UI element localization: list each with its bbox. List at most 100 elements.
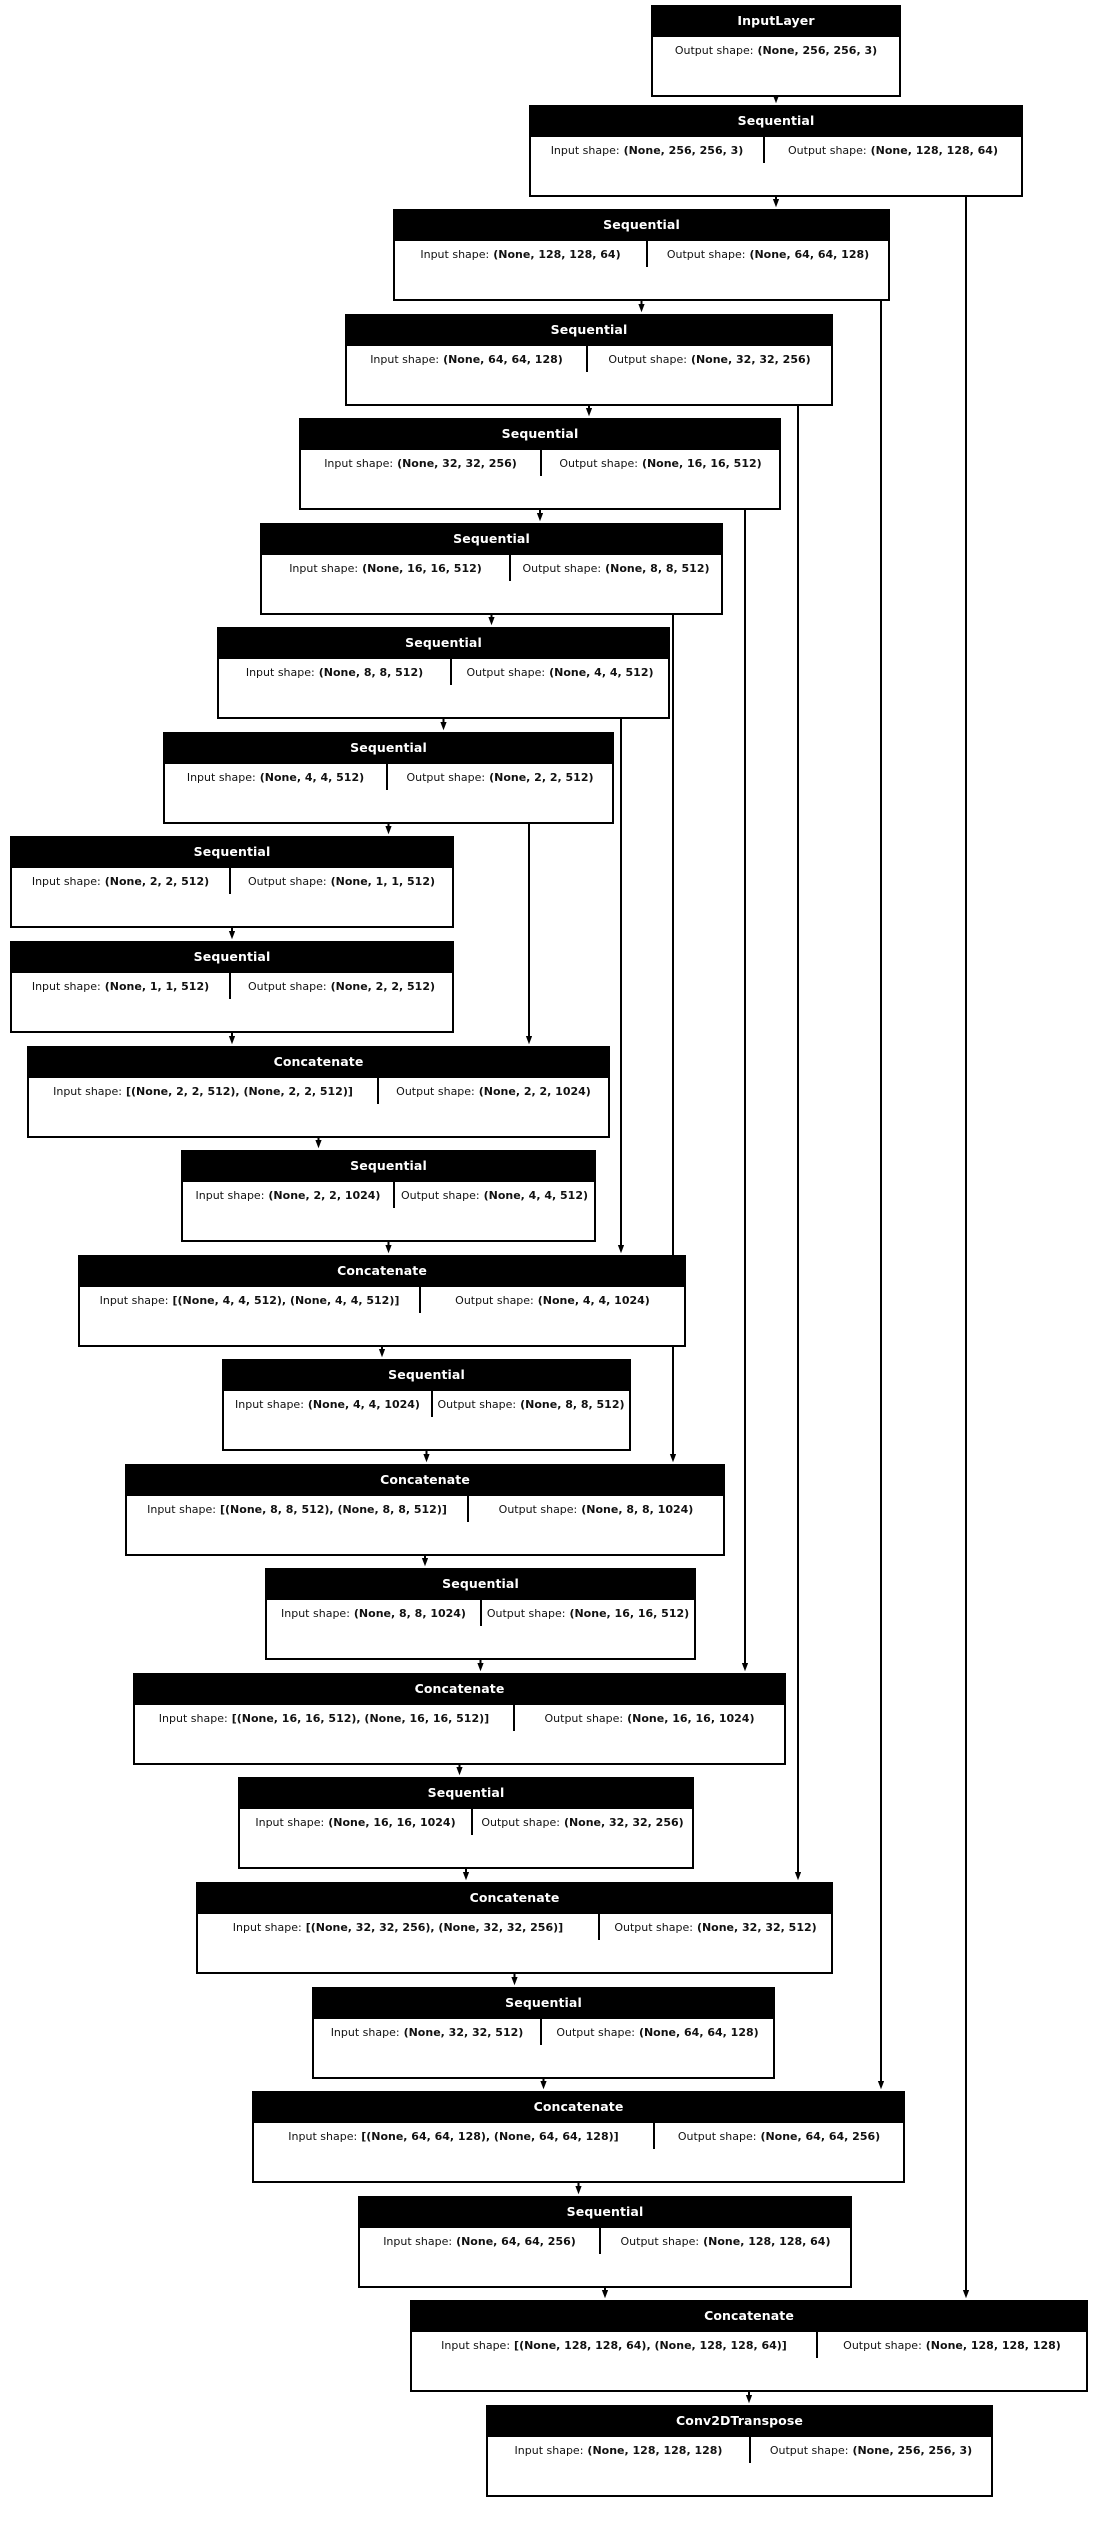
node-input_shape-cell-concat5: Input shape:[(None, 32, 32, 256), (None,… <box>198 1914 598 1940</box>
output_shape-label: Output shape: <box>677 2129 757 2143</box>
node-body-seq_up2: Input shape:(None, 2, 2, 1024)Output sha… <box>183 1180 594 1208</box>
node-input_shape-cell-seq_up1: Input shape:(None, 1, 1, 512) <box>12 973 229 999</box>
output_shape-label: Output shape: <box>843 2338 922 2352</box>
node-title-seq_down5: Sequential <box>262 525 721 553</box>
output_shape-value: (None, 4, 4, 512) <box>549 665 654 679</box>
node-output_shape-cell-seq_up3: Output shape:(None, 8, 8, 512) <box>431 1391 629 1417</box>
input_shape-label: Input shape: <box>232 1920 302 1934</box>
node-output_shape-cell-conv2d_transpose: Output shape:(None, 256, 256, 3) <box>749 2437 991 2463</box>
input_shape-label: Input shape: <box>289 561 359 575</box>
input_shape-label: Input shape: <box>383 2234 453 2248</box>
input_shape-label: Input shape: <box>147 1502 216 1516</box>
input_shape-value: [(None, 16, 16, 512), (None, 16, 16, 512… <box>231 1711 490 1725</box>
node-input_shape-cell-concat3: Input shape:[(None, 8, 8, 512), (None, 8… <box>127 1496 467 1522</box>
node-output_shape-cell-seq_up6: Output shape:(None, 64, 64, 128) <box>540 2019 773 2045</box>
node-title-concat7: Concatenate <box>412 2302 1086 2330</box>
output_shape-label: Output shape: <box>466 665 546 679</box>
node-input_shape-cell-seq_up3: Input shape:(None, 4, 4, 1024) <box>224 1391 431 1417</box>
node-body-input_layer: Output shape:(None, 256, 256, 3) <box>653 35 899 63</box>
input_shape-label: Input shape: <box>99 1293 169 1307</box>
node-output_shape-cell-concat1: Output shape:(None, 2, 2, 1024) <box>377 1078 608 1104</box>
node-title-input_layer: InputLayer <box>653 7 899 35</box>
node-output_shape-cell-concat3: Output shape:(None, 8, 8, 1024) <box>467 1496 723 1522</box>
output_shape-value: (None, 16, 16, 512) <box>569 1606 690 1620</box>
node-title-seq_down2: Sequential <box>395 211 888 239</box>
output_shape-label: Output shape: <box>437 1397 517 1411</box>
output_shape-label: Output shape: <box>559 456 638 470</box>
node-output_shape-cell-concat7: Output shape:(None, 128, 128, 128) <box>816 2332 1086 2358</box>
node-body-seq_up1: Input shape:(None, 1, 1, 512)Output shap… <box>12 971 452 999</box>
node-title-seq_up1: Sequential <box>12 943 452 971</box>
node-input_shape-cell-seq_up7: Input shape:(None, 64, 64, 256) <box>360 2228 599 2254</box>
output_shape-label: Output shape: <box>674 43 754 57</box>
output_shape-label: Output shape: <box>666 247 746 261</box>
node-output_shape-cell-seq_up7: Output shape:(None, 128, 128, 64) <box>599 2228 850 2254</box>
output_shape-value: (None, 2, 2, 1024) <box>478 1084 591 1098</box>
output_shape-label: Output shape: <box>400 1188 480 1202</box>
input_shape-value: (None, 2, 2, 512) <box>104 874 210 888</box>
input_shape-value: [(None, 128, 128, 64), (None, 128, 128, … <box>514 2338 787 2352</box>
input_shape-value: (None, 4, 4, 512) <box>259 770 365 784</box>
node-input_shape-cell-concat2: Input shape:[(None, 4, 4, 512), (None, 4… <box>80 1287 419 1313</box>
node-body-seq_up3: Input shape:(None, 4, 4, 1024)Output sha… <box>224 1389 629 1417</box>
node-output_shape-cell-seq_down1: Output shape:(None, 128, 128, 64) <box>763 137 1021 163</box>
output_shape-label: Output shape: <box>481 1815 560 1829</box>
output_shape-value: (None, 8, 8, 1024) <box>581 1502 694 1516</box>
node-title-seq_down4: Sequential <box>301 420 779 448</box>
node-title-concat2: Concatenate <box>80 1257 684 1285</box>
input_shape-label: Input shape: <box>31 874 101 888</box>
node-body-concat7: Input shape:[(None, 128, 128, 64), (None… <box>412 2330 1086 2358</box>
input_shape-label: Input shape: <box>245 665 315 679</box>
output_shape-value: (None, 128, 128, 128) <box>925 2338 1061 2352</box>
node-body-seq_up4: Input shape:(None, 8, 8, 1024)Output sha… <box>267 1598 694 1626</box>
input_shape-label: Input shape: <box>255 1815 325 1829</box>
input_shape-value: (None, 4, 4, 1024) <box>307 1397 420 1411</box>
node-body-seq_up7: Input shape:(None, 64, 64, 256)Output sh… <box>360 2226 850 2254</box>
node-title-conv2d_transpose: Conv2DTranspose <box>488 2407 991 2435</box>
node-input_shape-cell-seq_down8: Input shape:(None, 2, 2, 512) <box>12 868 229 894</box>
node-body-seq_down5: Input shape:(None, 16, 16, 512)Output sh… <box>262 553 721 581</box>
output_shape-value: (None, 32, 32, 256) <box>690 352 811 366</box>
input_shape-label: Input shape: <box>158 1711 228 1725</box>
input_shape-label: Input shape: <box>441 2338 511 2352</box>
output_shape-value: (None, 2, 2, 512) <box>489 770 594 784</box>
node-title-seq_up7: Sequential <box>360 2198 850 2226</box>
output_shape-value: (None, 32, 32, 256) <box>563 1815 684 1829</box>
node-body-seq_down6: Input shape:(None, 8, 8, 512) Output shap… <box>219 657 668 685</box>
node-body-seq_down4: Input shape:(None, 32, 32, 256)Output sh… <box>301 448 779 476</box>
input_shape-label: Input shape: <box>370 352 440 366</box>
output_shape-label: Output shape: <box>406 770 486 784</box>
input_shape-value: (None, 8, 8, 512) <box>318 665 424 679</box>
node-body-seq_up5: Input shape:(None, 16, 16, 1024)Output s… <box>240 1807 692 1835</box>
node-title-seq_up3: Sequential <box>224 1361 629 1389</box>
output_shape-label: Output shape: <box>396 1084 475 1098</box>
output_shape-value: (None, 64, 64, 128) <box>749 247 870 261</box>
node-input_shape-cell-seq_down6: Input shape:(None, 8, 8, 512) <box>219 659 450 685</box>
node-title-seq_down3: Sequential <box>347 316 831 344</box>
